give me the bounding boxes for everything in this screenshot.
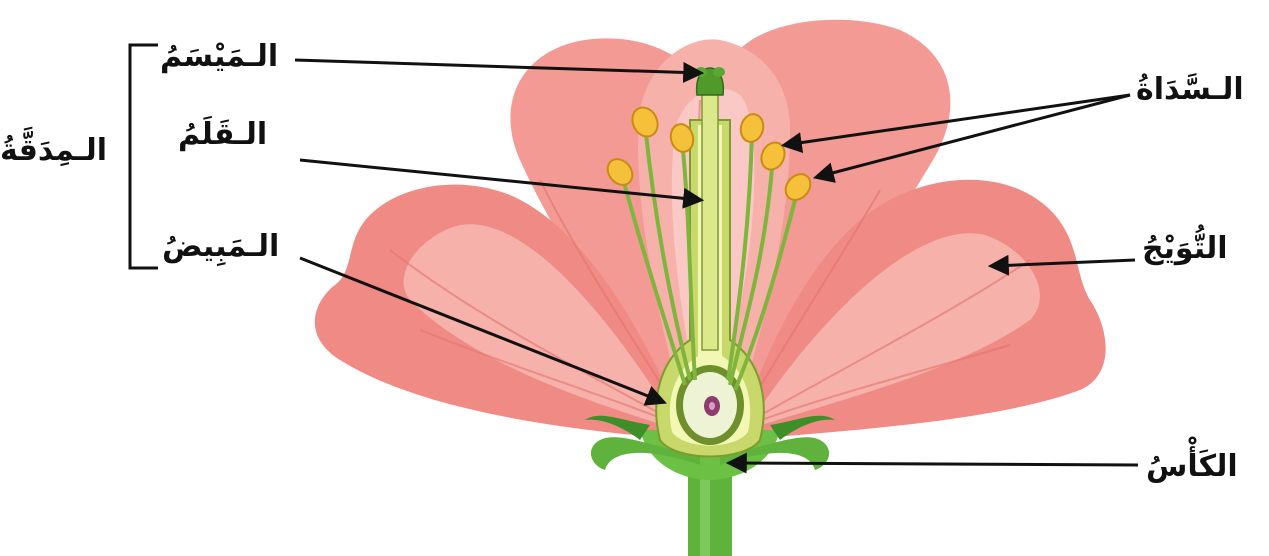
style-label: الـقَلَمُ	[178, 120, 267, 150]
ovule-core	[709, 402, 715, 410]
style-column	[702, 90, 718, 350]
pistil-label: الـمِدَقَّةُ	[0, 136, 107, 166]
stigma-top-right	[713, 67, 725, 77]
stamens-label: الـسَّدَاةُ	[1136, 75, 1244, 105]
calyx-pointer	[730, 463, 1138, 465]
corolla-label: التُّوَيْجُ	[1142, 234, 1228, 264]
stigma-label: الـمَيْسَمُ	[160, 42, 278, 72]
pistil-bracket	[130, 45, 158, 268]
ovary-label: الـمَبِيضُ	[162, 232, 279, 262]
calyx-label: الكَأْسُ	[1146, 452, 1238, 482]
